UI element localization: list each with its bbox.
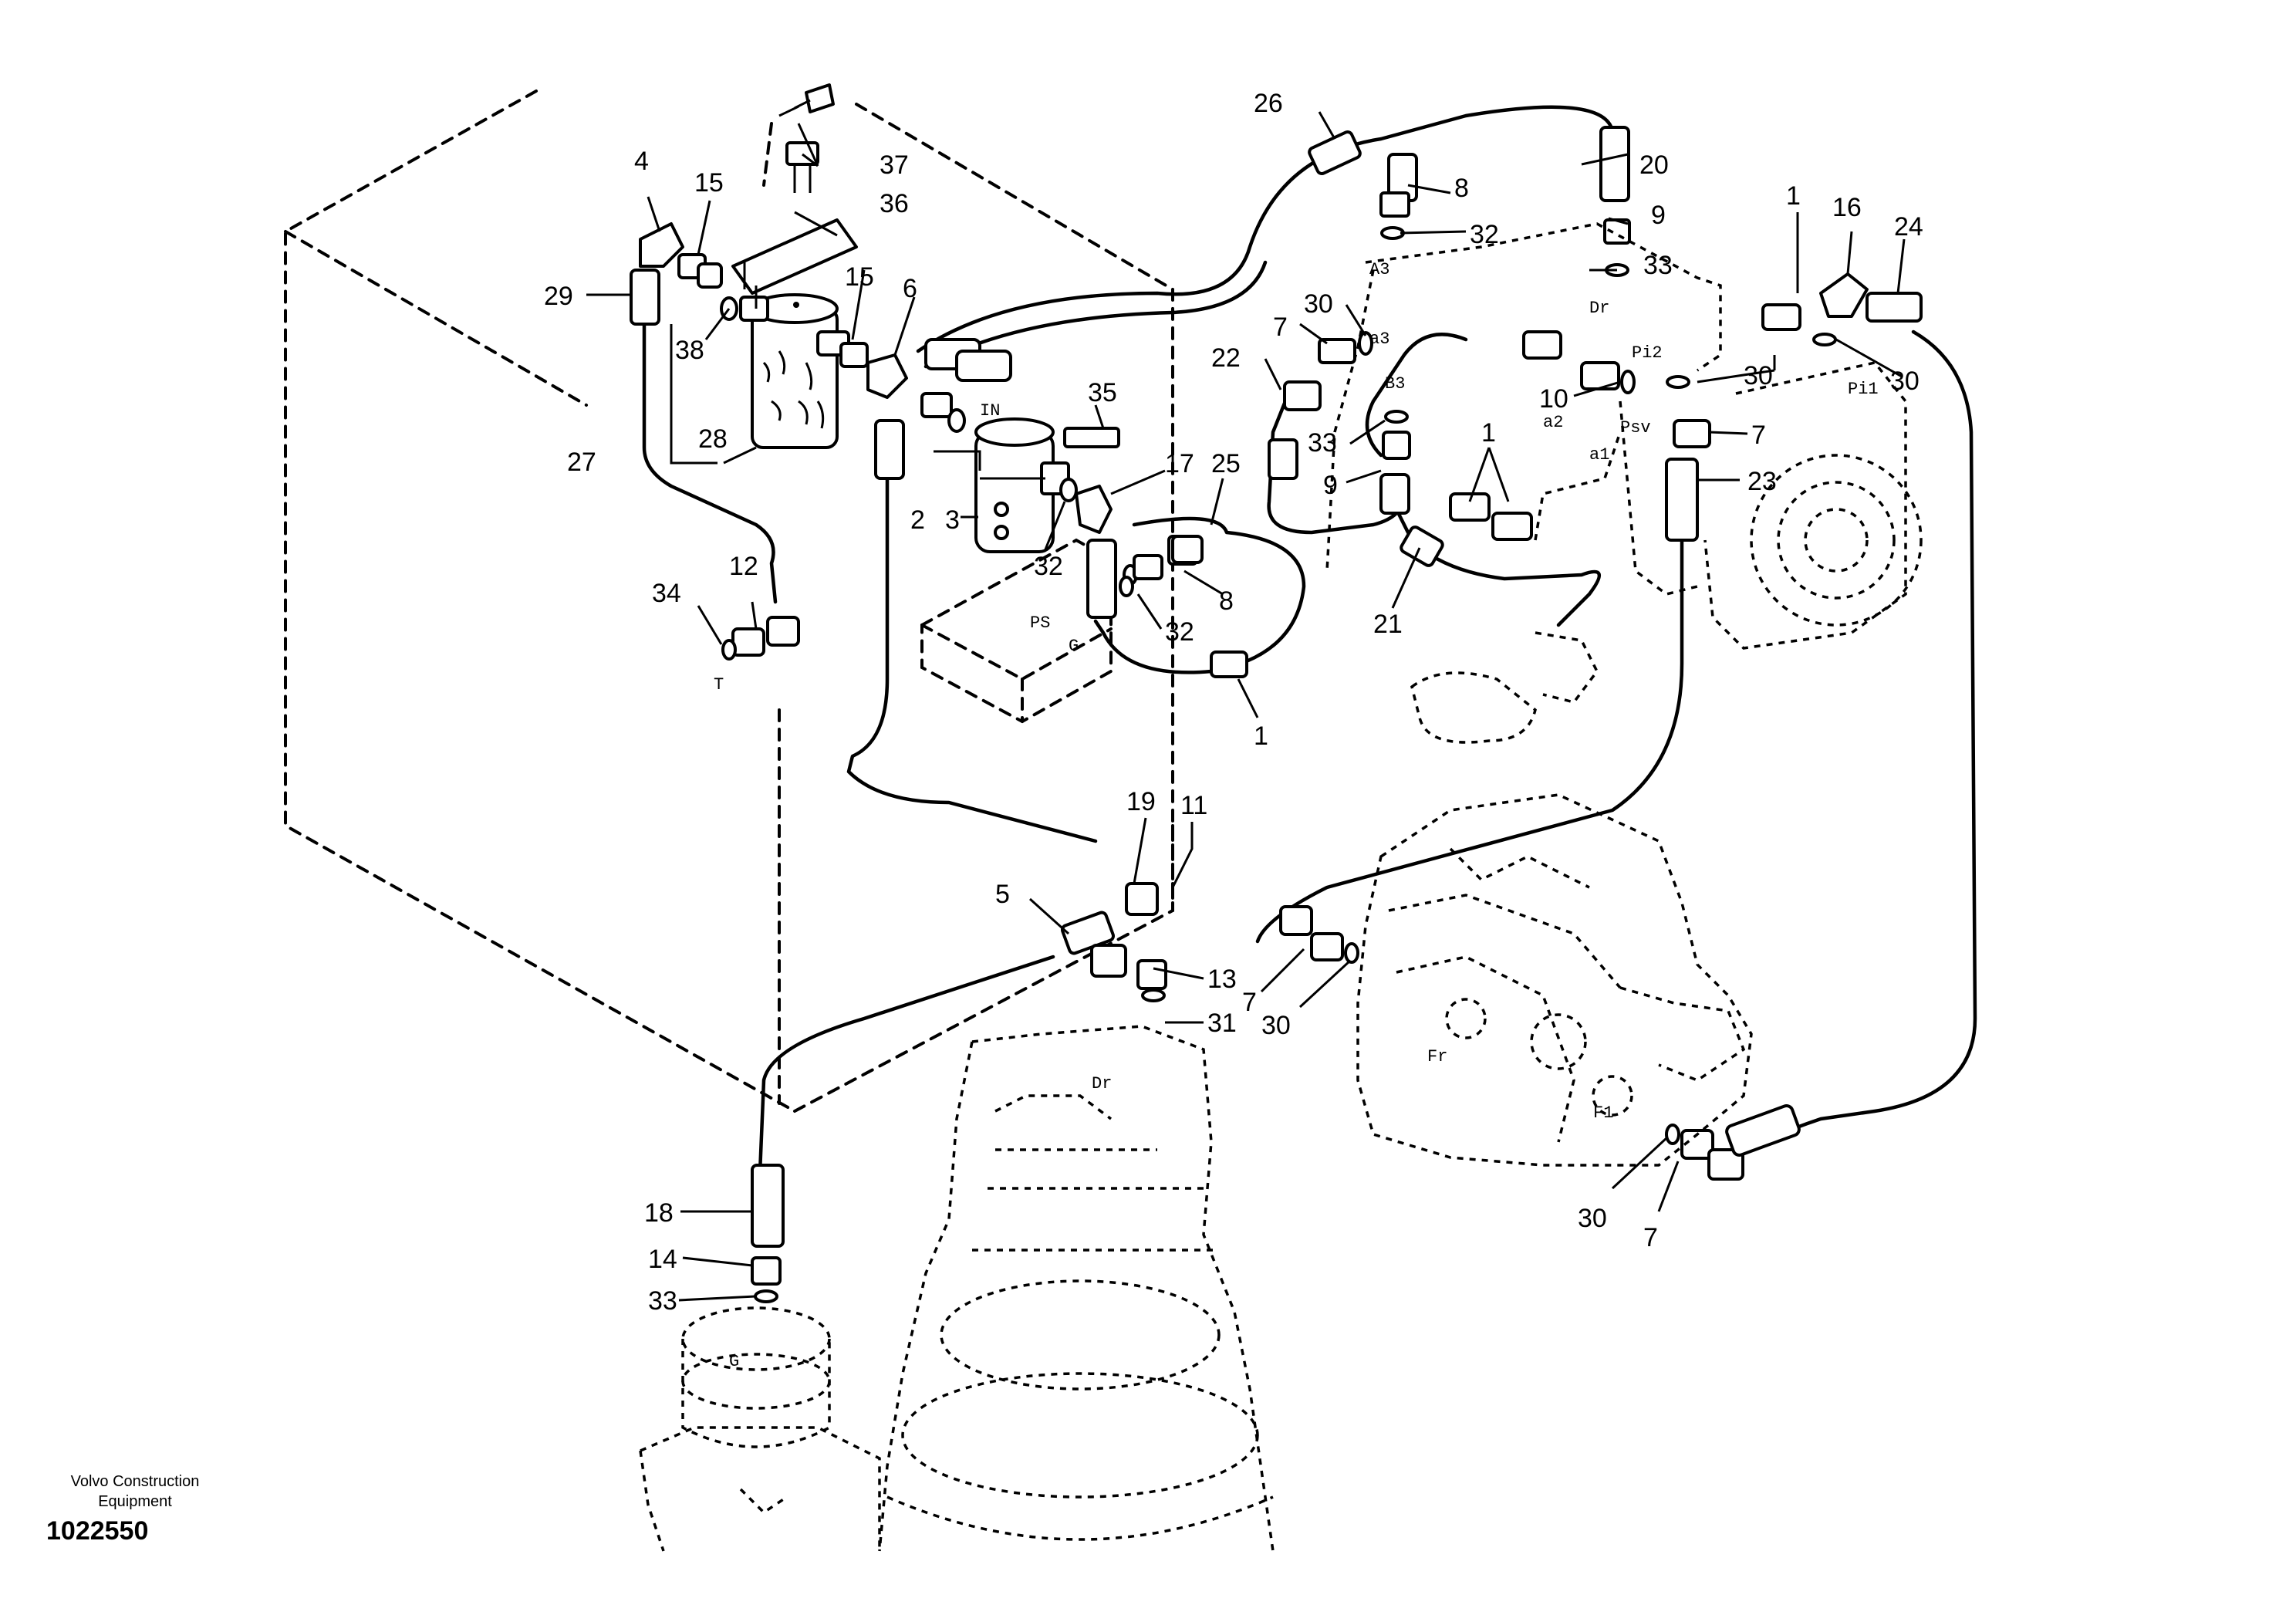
callout-2: 2 <box>910 505 925 535</box>
callout-32: 32 <box>1165 617 1194 647</box>
hose-lines <box>642 105 1977 1175</box>
mounting-bracket <box>731 218 858 309</box>
main-pump-top-right <box>1325 222 1923 744</box>
callout-16: 16 <box>1832 193 1862 222</box>
callout-19: 19 <box>1126 787 1156 816</box>
brand-line-1: Volvo Construction <box>70 1473 200 1490</box>
callout-35: 35 <box>1088 378 1117 407</box>
port-label-dr-pump: Dr <box>1589 299 1609 318</box>
callout-34: 34 <box>652 579 681 608</box>
callout-1: 1 <box>1786 181 1801 211</box>
callout-24: 24 <box>1894 212 1923 242</box>
port-label-psv: Psv <box>1620 418 1651 438</box>
callout-28: 28 <box>698 424 728 454</box>
port-labels: IN PS G T A3 B3 Dr Pi2 Pi1 Psv a1 a2 a3 … <box>714 260 1879 1371</box>
port-label-t: T <box>714 675 724 694</box>
callout-17: 17 <box>1165 449 1194 478</box>
callout-23: 23 <box>1747 467 1777 496</box>
port-label-a2: a2 <box>1543 413 1563 432</box>
callout-22: 22 <box>1211 343 1241 373</box>
callout-32: 32 <box>1470 220 1499 249</box>
port-label-fr: Fr <box>1427 1047 1447 1066</box>
brand-line-2: Equipment <box>98 1493 172 1510</box>
callout-15: 15 <box>694 168 724 198</box>
callout-numbers: 4 15 29 38 27 28 37 36 15 6 35 17 25 2 3… <box>544 89 1923 1316</box>
callout-32: 32 <box>1034 552 1063 581</box>
leader-lines <box>586 111 1906 1302</box>
callout-33: 33 <box>648 1286 677 1316</box>
port-label-in: IN <box>980 401 1000 421</box>
callout-27: 27 <box>567 448 596 477</box>
callout-10: 10 <box>1539 384 1568 414</box>
callout-36: 36 <box>880 189 909 218</box>
port-label-f1: F1 <box>1593 1103 1613 1123</box>
callout-1: 1 <box>1481 418 1496 448</box>
port-label-ps: PS <box>1030 613 1050 633</box>
callout-30: 30 <box>1304 289 1333 319</box>
callout-8: 8 <box>1454 174 1469 203</box>
solenoid-valve <box>974 417 1070 553</box>
callout-13: 13 <box>1207 965 1237 994</box>
callout-15: 15 <box>845 262 874 292</box>
callout-7: 7 <box>1273 313 1288 342</box>
port-label-b3: B3 <box>1385 374 1405 394</box>
callout-5: 5 <box>995 880 1010 909</box>
callout-29: 29 <box>544 282 573 311</box>
port-label-dr-motor: Dr <box>1092 1074 1112 1093</box>
control-block <box>920 538 1113 724</box>
callout-3: 3 <box>945 505 960 535</box>
callout-26: 26 <box>1254 89 1283 118</box>
callout-7: 7 <box>1242 988 1257 1017</box>
port-label-pi1: Pi1 <box>1848 380 1879 399</box>
bolt-upper <box>778 83 835 117</box>
bolt-lower <box>785 141 819 193</box>
callout-1: 1 <box>1254 721 1268 751</box>
callout-30: 30 <box>1890 367 1920 396</box>
callout-25: 25 <box>1211 449 1241 478</box>
callout-12: 12 <box>729 552 758 581</box>
port-label-a3-small: a3 <box>1369 329 1389 349</box>
callout-30: 30 <box>1578 1204 1607 1233</box>
center-swivel-joint <box>639 1306 881 1552</box>
line-filter <box>739 293 850 449</box>
callout-18: 18 <box>644 1198 674 1228</box>
port-label-a1: a1 <box>1589 445 1609 465</box>
callout-20: 20 <box>1639 150 1669 180</box>
swing-motor <box>878 1025 1275 1552</box>
callout-9: 9 <box>1651 201 1666 230</box>
callout-31: 31 <box>1207 1009 1237 1038</box>
callout-7: 7 <box>1751 421 1766 450</box>
document-number: 1022550 <box>46 1516 149 1546</box>
callout-33: 33 <box>1643 251 1673 280</box>
callout-4: 4 <box>634 147 649 176</box>
callout-11: 11 <box>1180 791 1207 820</box>
callout-7: 7 <box>1643 1223 1658 1252</box>
main-pump-bottom-right <box>1356 793 1753 1167</box>
callout-38: 38 <box>675 336 704 365</box>
callout-14: 14 <box>648 1245 677 1274</box>
port-label-a3: A3 <box>1369 260 1389 279</box>
port-label-g-swivel: G <box>729 1352 739 1371</box>
callout-21: 21 <box>1373 610 1403 639</box>
callout-30: 30 <box>1744 361 1773 390</box>
callout-8: 8 <box>1219 586 1234 616</box>
fittings <box>630 126 1923 1303</box>
callout-30: 30 <box>1261 1011 1291 1040</box>
hydraulic-tank-outline <box>284 90 1174 1113</box>
callout-33: 33 <box>1308 428 1337 458</box>
callout-37: 37 <box>880 150 909 180</box>
callout-9: 9 <box>1323 471 1338 500</box>
port-label-pi2: Pi2 <box>1632 343 1663 363</box>
brand-caption: Volvo Construction Equipment <box>42 1472 228 1512</box>
callout-6: 6 <box>903 274 917 303</box>
port-label-g: G <box>1069 637 1079 656</box>
